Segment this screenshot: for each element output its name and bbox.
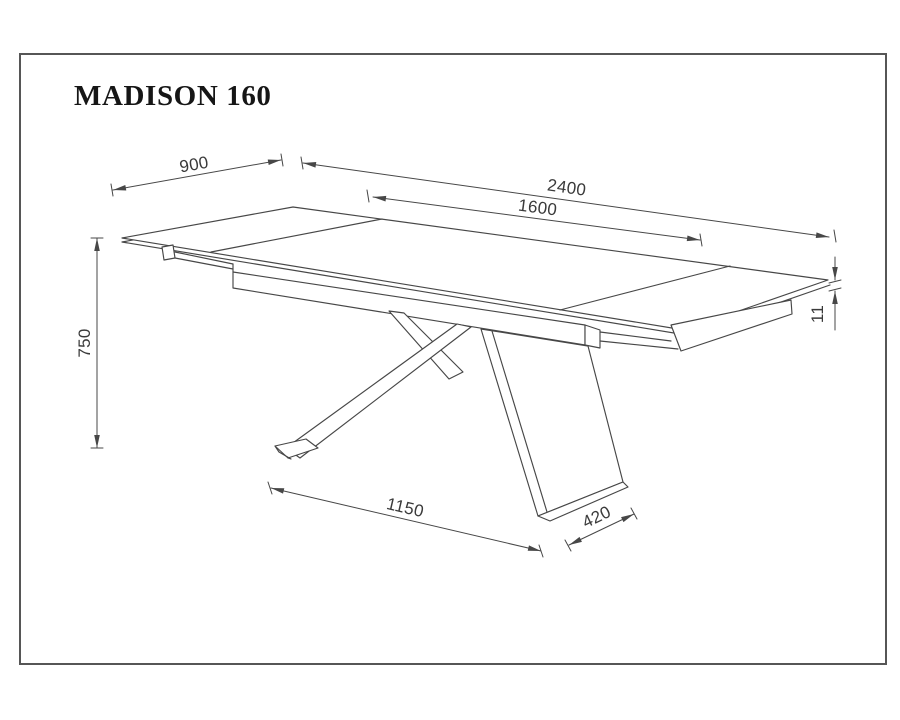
table-drawing — [121, 206, 831, 522]
extension-tick — [828, 287, 842, 292]
slide-rail-left-bottom — [174, 257, 234, 270]
extension-tick — [699, 233, 703, 247]
slide-rail-right-top — [599, 331, 672, 342]
dim-label-thickness: 11 — [808, 305, 827, 323]
base-leg-left — [285, 323, 472, 459]
extension-tick — [630, 507, 638, 520]
extension-tick — [538, 544, 544, 558]
slide-rail-left-top — [174, 251, 234, 265]
slide-rail-right-bottom — [599, 340, 679, 350]
base-foot-left-fold — [274, 445, 292, 460]
extension-tick — [833, 229, 837, 243]
dimension-line — [270, 487, 542, 552]
dimension-base-length: 1150 — [267, 481, 544, 558]
base-panel-foot-fold — [537, 481, 629, 522]
dimension-tabletop-length: 1600 — [366, 189, 703, 247]
dim-label-foot-depth: 420 — [579, 502, 614, 532]
base-panel-right-leg — [480, 328, 624, 517]
dim-label-base-length: 1150 — [385, 494, 426, 521]
tabletop-top-face — [121, 206, 829, 331]
extension-tick — [110, 183, 114, 197]
dimension-line — [568, 513, 635, 546]
base-foot-left — [274, 438, 319, 459]
extension-box-right — [670, 299, 793, 352]
extension-tick — [267, 481, 273, 495]
extension-tick — [300, 156, 304, 170]
extension-tick — [564, 539, 572, 552]
dim-label-extended-length: 2400 — [546, 175, 587, 199]
dimension-table-height: 750 — [75, 237, 104, 449]
leaf-division-right — [559, 265, 731, 311]
extension-tick — [366, 189, 370, 203]
drawing-title: MADISON 160 — [74, 80, 272, 112]
dimension-line — [372, 195, 701, 242]
dim-label-depth: 900 — [178, 153, 210, 177]
slide-bracket-left — [161, 244, 176, 261]
drawing-border-frame — [19, 53, 887, 665]
apron-end-cap — [584, 324, 601, 349]
dimension-line — [112, 159, 282, 191]
extension-tick — [828, 279, 842, 284]
base-panel-inner-edge — [491, 330, 548, 513]
dimension-table-depth: 900 — [110, 153, 284, 197]
extension-tick — [280, 153, 284, 167]
dimension-top-thickness: 11 — [808, 256, 842, 331]
dim-label-tabletop-length: 1600 — [517, 196, 558, 220]
dim-label-height: 750 — [75, 328, 94, 357]
